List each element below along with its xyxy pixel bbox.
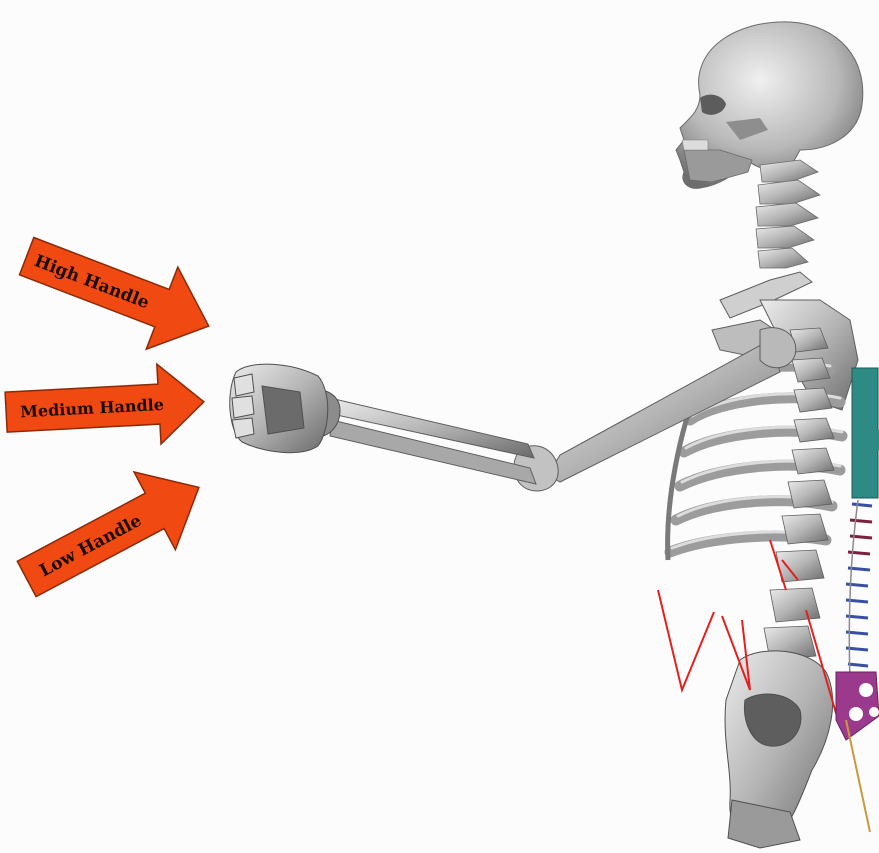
pelvis-marker	[836, 672, 879, 740]
spine-markers	[846, 368, 879, 680]
high-handle-arrow: High Handle	[11, 215, 225, 367]
skeleton-model	[230, 22, 879, 848]
forearm	[330, 398, 536, 484]
rod-line	[846, 720, 870, 832]
low-handle-arrow: Low Handle	[6, 449, 219, 618]
pelvis	[725, 651, 833, 848]
medium-handle-arrow: Medium Handle	[4, 362, 206, 452]
fist	[230, 364, 328, 453]
thoracic-lumbar-spine	[764, 328, 834, 660]
cervical-spine	[756, 160, 820, 268]
skull	[676, 22, 863, 188]
